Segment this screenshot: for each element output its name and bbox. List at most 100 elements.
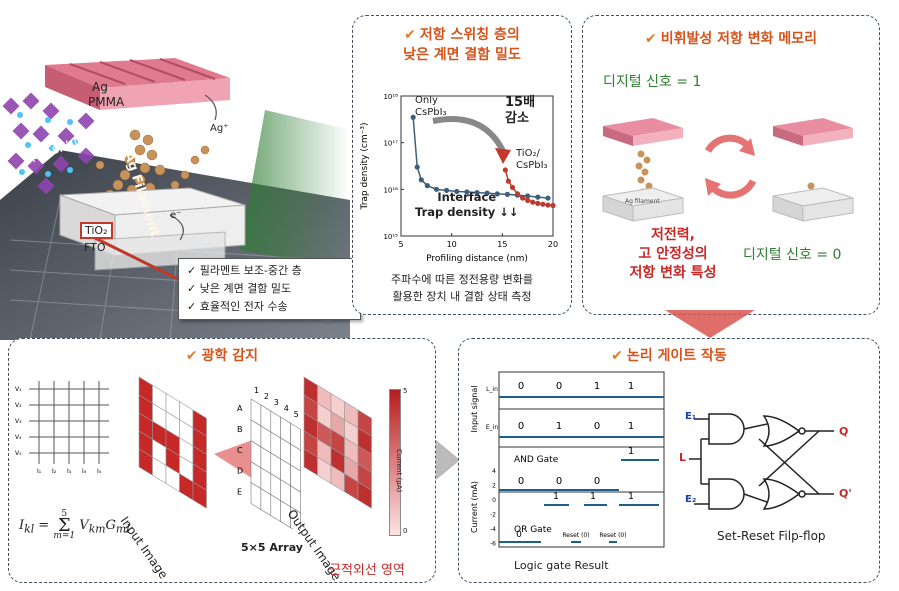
current-tick: -6 xyxy=(490,541,496,548)
data-point xyxy=(535,200,541,206)
data-point xyxy=(525,193,531,199)
annot-interface-2: Trap density ↓↓ xyxy=(415,205,519,219)
grid-cells xyxy=(303,376,372,509)
data-point xyxy=(520,195,526,201)
flipflop-label: Set-Reset Filp-flop xyxy=(717,529,826,543)
data-point xyxy=(410,114,416,120)
crossbar-v-label: V₅ xyxy=(15,450,22,457)
or-reset-label: Reset (0) xyxy=(562,532,589,539)
grid-cells xyxy=(138,376,207,509)
memory-characteristic-1: 저전력, xyxy=(651,227,695,243)
trap-caption-line1: 주파수에 따른 정전용량 변화를 xyxy=(390,273,534,286)
memory-title: 비휘발성 저항 변화 메모리 xyxy=(660,31,818,47)
check-icon: ✔ xyxy=(611,348,623,364)
data-point xyxy=(484,190,490,196)
and-value: 0 xyxy=(556,476,562,487)
x-tick-label: 20 xyxy=(548,240,558,249)
annot-fold-2: 감소 xyxy=(505,111,529,126)
device-illustration: Ag PMMA β-CsPbI₃ Ag Filament Ag⁺ e⁻ TiO₂… xyxy=(0,0,350,341)
grid-cell xyxy=(357,481,372,509)
annot-tio2-1: TiO₂/ xyxy=(516,148,540,159)
current-tick: 0 xyxy=(492,497,496,504)
array-row-label: C xyxy=(237,446,243,455)
ff-q-label: Q xyxy=(839,425,849,438)
x-tick-label: 15 xyxy=(497,240,507,249)
l-in-value: 0 xyxy=(556,381,562,392)
data-point xyxy=(414,164,420,170)
fto-label: FTO xyxy=(84,241,106,254)
or-value: 1 xyxy=(628,492,634,502)
annot-interface-1: Interface xyxy=(437,190,497,204)
crossbar-i-label: I₃ xyxy=(67,468,72,475)
digital-signal-0: 디지털 신호 = 0 xyxy=(743,247,842,263)
crossbar-v-label: V₃ xyxy=(15,418,22,425)
array-row-label: E xyxy=(237,488,242,497)
data-point xyxy=(444,187,450,193)
y-tick-label: 10¹⁶ xyxy=(383,186,398,194)
annot-only-1: Only xyxy=(415,95,438,106)
colorbar-label: Current (μA) xyxy=(395,449,403,493)
trap-caption-line2: 활용한 장치 내 결함 상태 측정 xyxy=(392,290,532,303)
annot-only-2: CsPbI₃ xyxy=(415,107,447,118)
feature-item: ✓ 효율적인 전자 수송 xyxy=(187,300,288,313)
reduction-arrow-head xyxy=(495,148,511,164)
feature-item: ✓ 필라멘트 보조-중간 층 xyxy=(187,264,302,277)
array-row-label: D xyxy=(237,467,243,476)
tio2-label: TiO₂ xyxy=(80,222,113,239)
data-point xyxy=(418,177,424,183)
data-point xyxy=(545,202,551,208)
current-tick: -2 xyxy=(490,512,496,519)
array-col-label: 4 xyxy=(284,404,289,413)
or-gate-label: OR Gate xyxy=(514,525,552,535)
x-axis-label: Profiling distance (nm) xyxy=(426,254,528,264)
y-tick-label: 10¹⁷ xyxy=(383,140,398,148)
array-col-label: 3 xyxy=(274,398,279,407)
l-in-value: 1 xyxy=(628,381,634,392)
colorbar-max: 5 xyxy=(403,387,408,395)
data-point xyxy=(505,178,512,184)
crossbar-i-label: I₁ xyxy=(37,468,42,475)
or-value: 1 xyxy=(590,492,596,502)
current-tick: 2 xyxy=(492,483,496,490)
memory-panel: ✔비휘발성 저항 변화 메모리 디지털 신호 = 1 Ag filament 저… xyxy=(582,15,880,315)
annot-tio2-2: CsPbI₃ xyxy=(516,160,548,171)
annot-fold-1: 15배 xyxy=(505,95,536,110)
data-point xyxy=(535,194,541,200)
e-in-value: 1 xyxy=(556,421,562,432)
filament-small-label: Ag filament xyxy=(625,198,660,205)
down-arrow-icon xyxy=(665,310,755,338)
colorbar-min: 0 xyxy=(403,527,408,535)
ag-layer-label: Ag xyxy=(92,80,108,94)
data-point xyxy=(474,190,480,196)
array-label: 5×5 Array xyxy=(241,541,303,554)
data-point xyxy=(550,202,556,209)
and-value: 0 xyxy=(518,476,524,487)
crossbar-i-label: I₄ xyxy=(82,468,87,475)
data-point xyxy=(504,191,510,197)
ff-l-label: L xyxy=(679,451,687,464)
ff-e2-label: E₂ xyxy=(685,494,697,505)
data-point xyxy=(509,184,516,191)
y-axis-label: Trap density (cm⁻³) xyxy=(360,123,370,211)
array-row-label: B xyxy=(237,425,243,434)
current-tick: -4 xyxy=(490,526,496,533)
pmma-layer-label: PMMA xyxy=(88,95,125,109)
l-in-label: L_in xyxy=(486,386,498,393)
check-icon: ✔ xyxy=(404,27,416,43)
logic-result-label: Logic gate Result xyxy=(514,559,609,572)
or-reset-label: Reset (0) xyxy=(599,532,626,539)
and-value: 1 xyxy=(628,446,634,457)
data-point xyxy=(525,197,531,203)
crossbar-i-label: I₂ xyxy=(52,468,57,475)
y-tick-label: 10¹⁸ xyxy=(383,93,398,101)
l-in-value: 0 xyxy=(518,381,524,392)
x-tick-label: 5 xyxy=(398,240,403,249)
e-in-label: E_in xyxy=(486,424,498,431)
nir-label: 근적외선 영역 xyxy=(329,563,405,578)
grid-cell xyxy=(192,481,207,509)
